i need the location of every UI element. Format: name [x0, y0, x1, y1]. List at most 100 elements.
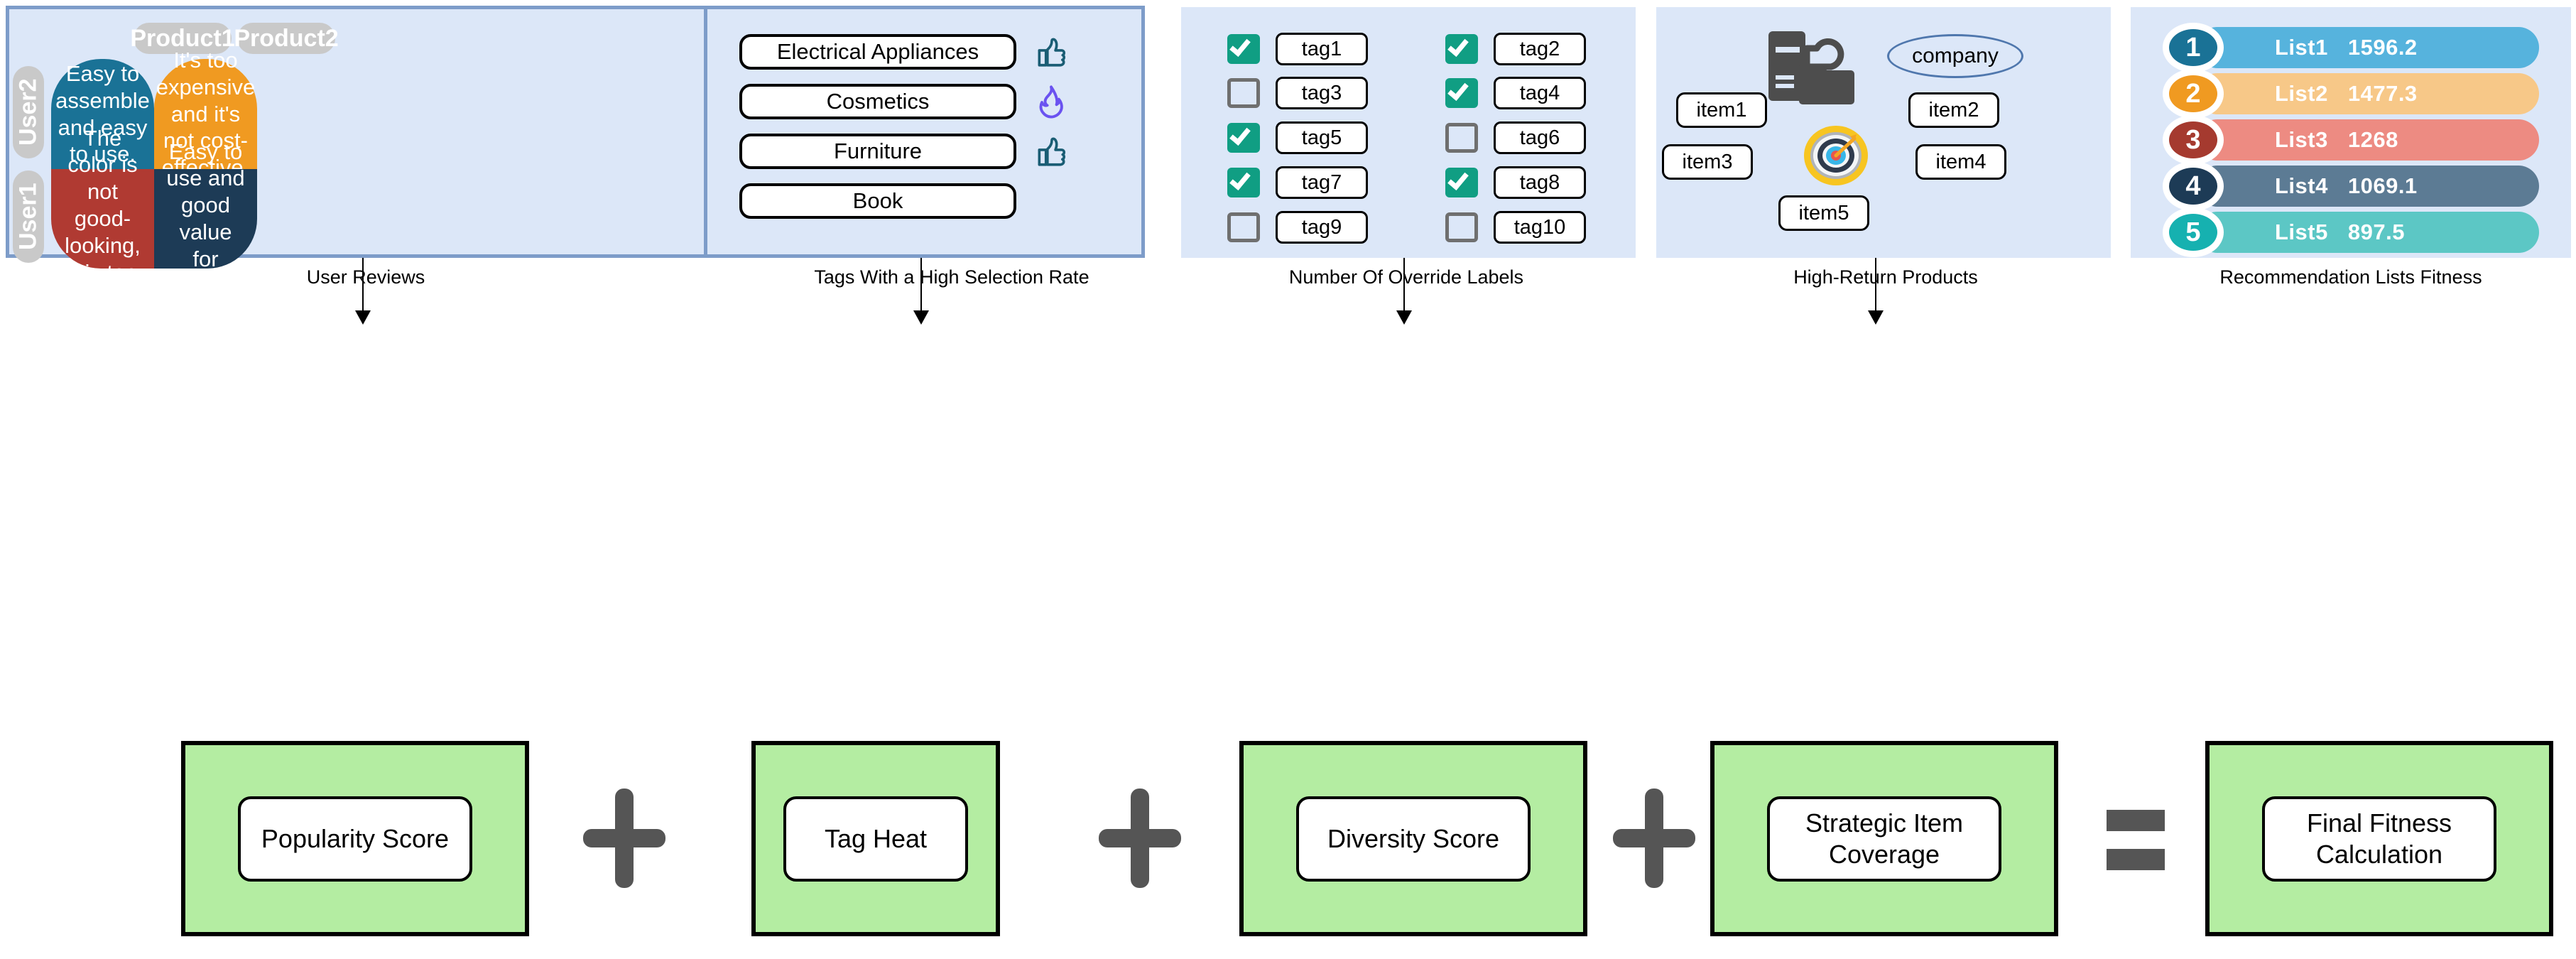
fitness-row-1: List1 1596.2 1 — [2163, 23, 2539, 72]
checkbox-tag8[interactable] — [1445, 168, 1478, 197]
formula-box-diversity-score[interactable]: Diversity Score — [1239, 741, 1587, 936]
fitness-row-3: List3 1268 3 — [2163, 115, 2539, 165]
formula-box-final-fitness-calculation[interactable]: Final Fitness Calculation — [2205, 741, 2553, 936]
thumbs-up-icon — [1038, 137, 1066, 166]
flame-icon — [1039, 85, 1063, 119]
caption-tags-high-selection: Tags With a High Selection Rate — [814, 266, 1089, 288]
fitness-label-4: List4 — [2275, 173, 2328, 198]
tag-bar-electrical-appliances[interactable]: Electrical Appliances — [739, 34, 1016, 70]
thumbs-up-icon — [1038, 38, 1066, 67]
checkbox-tag7[interactable] — [1227, 168, 1260, 197]
tag-chip-tag1[interactable]: tag1 — [1276, 33, 1368, 65]
rank-badge-1: 1 — [2163, 23, 2224, 72]
checkbox-tag3[interactable] — [1227, 78, 1260, 108]
rank-badge-5: 5 — [2163, 207, 2224, 257]
formula-box-popularity-score[interactable]: Popularity Score — [181, 741, 529, 936]
tag-chip-tag10[interactable]: tag10 — [1494, 211, 1586, 244]
item-box-item1[interactable]: item1 — [1676, 92, 1767, 128]
arrow-head-4 — [1868, 310, 1884, 325]
formula-label-tag-heat: Tag Heat — [783, 796, 968, 882]
review-cell-user1-product2: Easy to use and good value for money. — [154, 139, 257, 298]
fitness-row-2: List2 1477.3 2 — [2163, 69, 2539, 119]
formula-label-final-fitness-calculation: Final Fitness Calculation — [2262, 796, 2496, 882]
tag-chip-tag9[interactable]: tag9 — [1276, 211, 1368, 244]
item-box-item2[interactable]: item2 — [1908, 92, 1999, 128]
fitness-label-3: List3 — [2275, 127, 2328, 152]
check-icon — [1447, 168, 1469, 190]
arrow-head-2 — [913, 310, 929, 325]
caption-override-labels: Number Of Override Labels — [1288, 266, 1524, 288]
tag-chip-tag6[interactable]: tag6 — [1494, 121, 1586, 154]
tag-chip-tag7[interactable]: tag7 — [1276, 166, 1368, 199]
fitness-bar-5: List5 897.5 — [2197, 212, 2539, 253]
review-cell-user2-product2: It's too expensive and it's not cost-eff… — [154, 48, 257, 180]
caption-recommendation-fitness: Recommendation Lists Fitness — [2219, 266, 2482, 288]
checkbox-tag5[interactable] — [1227, 123, 1260, 153]
fitness-bar-3: List3 1268 — [2197, 119, 2539, 161]
panel-high-return-products: company item1 item2 item3 item4 item5 — [1656, 7, 2111, 258]
checkbox-tag4[interactable] — [1445, 78, 1478, 108]
arrow-head-3 — [1396, 310, 1412, 325]
fitness-value-3: 1268 — [2347, 127, 2398, 152]
tag-chip-tag5[interactable]: tag5 — [1276, 121, 1368, 154]
connector-line-4 — [1875, 258, 1876, 315]
rank-badge-3: 3 — [2163, 115, 2224, 165]
formula-label-popularity-score: Popularity Score — [238, 796, 472, 882]
check-icon — [1229, 124, 1251, 146]
checkbox-tag6[interactable] — [1445, 123, 1478, 153]
item-box-item3[interactable]: item3 — [1662, 144, 1753, 180]
formula-box-tag-heat[interactable]: Tag Heat — [751, 741, 1000, 936]
item-box-item5[interactable]: item5 — [1778, 195, 1869, 231]
fitness-label-1: List1 — [2275, 35, 2328, 60]
tag-chip-tag4[interactable]: tag4 — [1494, 77, 1586, 109]
fitness-value-2: 1477.3 — [2347, 81, 2418, 106]
formula-box-strategic-item-coverage[interactable]: Strategic Item Coverage — [1710, 741, 2058, 936]
check-icon — [1229, 168, 1251, 190]
tag-chip-tag8[interactable]: tag8 — [1494, 166, 1586, 199]
row-header-user2: User2 — [13, 66, 44, 158]
formula-label-strategic-item-coverage: Strategic Item Coverage — [1767, 796, 2001, 882]
checkbox-tag2[interactable] — [1445, 34, 1478, 64]
column-header-product1: Product1 — [130, 23, 235, 54]
formula-label-diversity-score: Diversity Score — [1296, 796, 1531, 882]
item-box-item4[interactable]: item4 — [1915, 144, 2006, 180]
fitness-bar-2: List2 1477.3 — [2197, 73, 2539, 114]
column-header-product2: Product2 — [234, 23, 339, 54]
panel-divider — [704, 9, 707, 254]
arrow-head-1 — [355, 310, 371, 325]
check-icon — [1447, 79, 1469, 101]
fitness-row-4: List4 1069.1 4 — [2163, 161, 2539, 211]
fitness-label-2: List2 — [2275, 81, 2328, 106]
connector-line-1 — [362, 258, 364, 315]
checkbox-tag1[interactable] — [1227, 34, 1260, 64]
panel-recommendation-fitness: List1 1596.2 1 List2 1477.3 2 List3 1268… — [2131, 7, 2571, 258]
company-ellipse: company — [1887, 34, 2023, 78]
tag-bar-furniture[interactable]: Furniture — [739, 134, 1016, 169]
tags-high-selection-list: Electrical Appliances Cosmetics Furnitur… — [700, 6, 1145, 258]
fitness-bar-4: List4 1069.1 — [2197, 166, 2539, 207]
fitness-bar-1: List1 1596.2 — [2197, 27, 2539, 68]
user-reviews-matrix: Product1 Product2 User2 User1 Easy to as… — [6, 6, 700, 312]
server-cloud-folder-icon — [1768, 31, 1854, 104]
target-dartboard-icon — [1804, 126, 1868, 185]
rank-badge-2: 2 — [2163, 69, 2224, 119]
row-header-user1: User1 — [13, 170, 44, 263]
tag-chip-tag2[interactable]: tag2 — [1494, 33, 1586, 65]
checkbox-tag9[interactable] — [1227, 212, 1260, 242]
review-cell-user2-product1: Easy to assemble and easy to use. — [51, 59, 154, 169]
panel-override-labels: tag1 tag2 tag3 tag4 tag5 tag6 tag7 tag8 … — [1181, 7, 1636, 258]
fitness-row-5: List5 897.5 5 — [2163, 207, 2539, 257]
tag-bar-cosmetics[interactable]: Cosmetics — [739, 84, 1016, 119]
checkbox-tag10[interactable] — [1445, 212, 1478, 242]
connector-line-2 — [920, 258, 922, 315]
connector-line-3 — [1403, 258, 1405, 315]
tag-bar-book[interactable]: Book — [739, 183, 1016, 219]
caption-user-reviews: User Reviews — [306, 266, 425, 288]
fitness-value-1: 1596.2 — [2347, 35, 2418, 60]
tag-chip-tag3[interactable]: tag3 — [1276, 77, 1368, 109]
rank-badge-4: 4 — [2163, 161, 2224, 211]
fitness-value-4: 1069.1 — [2347, 173, 2418, 198]
review-cell-user1-product1: The color is not good-looking, it is too… — [51, 126, 154, 312]
fitness-label-5: List5 — [2275, 220, 2328, 244]
